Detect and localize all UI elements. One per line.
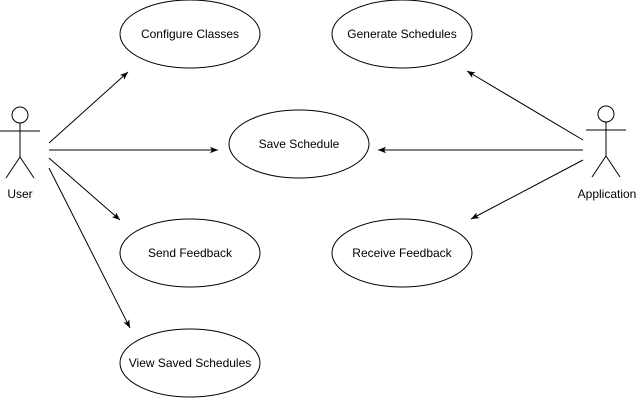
association-application-generate-schedules <box>466 70 584 141</box>
actor-label-application: Application <box>578 187 637 201</box>
use-case-receive-feedback: Receive Feedback <box>331 218 473 288</box>
use-case-send-feedback: Send Feedback <box>119 218 261 288</box>
use-case-view-saved-schedules: View Saved Schedules <box>119 328 261 398</box>
use-case-label: Send Feedback <box>148 246 233 260</box>
use-case-configure-classes: Configure Classes <box>119 0 261 69</box>
use-case-label: Configure Classes <box>141 27 239 41</box>
stick-figure-icon <box>586 105 626 178</box>
association-user-send-feedback <box>48 157 121 221</box>
actor-label-user: User <box>7 187 32 201</box>
stick-figure-icon <box>0 106 40 179</box>
use-case-label: Generate Schedules <box>347 27 456 41</box>
association-user-view-saved-schedules <box>48 167 131 329</box>
use-case-save-schedule: Save Schedule <box>228 109 370 179</box>
use-case-label: View Saved Schedules <box>129 356 252 370</box>
actor-user: User <box>0 106 40 201</box>
association-user-configure-classes <box>48 71 129 144</box>
actor-application: Application <box>578 105 637 201</box>
association-application-receive-feedback <box>470 159 584 220</box>
use-case-generate-schedules: Generate Schedules <box>331 0 473 69</box>
use-case-label: Receive Feedback <box>352 246 452 260</box>
use-case-label: Save Schedule <box>259 137 340 151</box>
